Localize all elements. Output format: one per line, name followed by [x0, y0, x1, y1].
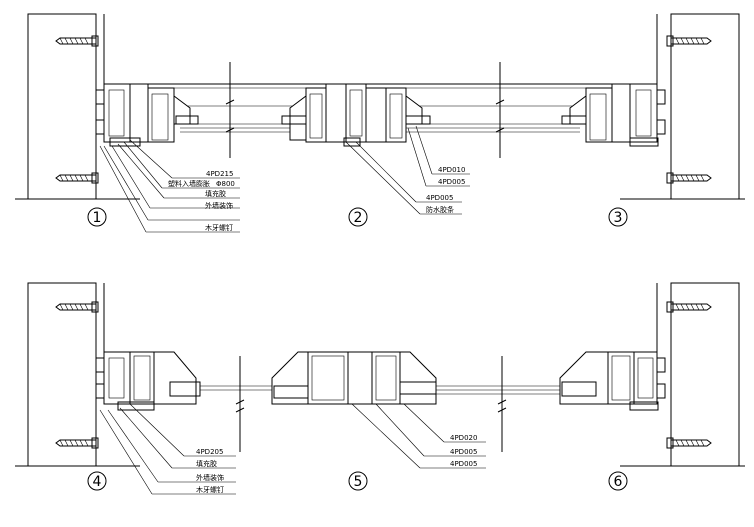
bottom-section: 4PD205 填充胶 外墙装饰 木牙螺钉 4PD020 4PD005 4PD00… [15, 282, 745, 495]
top-left-wall [15, 13, 140, 200]
callout-label: 4PD020 [450, 434, 477, 442]
callout-label: 木牙螺钉 [205, 223, 233, 232]
callout-label: 4PD010 [438, 166, 465, 174]
anchor-screw-icon [55, 35, 99, 47]
detail-number-5: 5 [348, 471, 368, 491]
detail-number-2: 2 [348, 207, 368, 227]
callout-label: 填充胶 [205, 189, 226, 198]
callout-label: 木牙螺钉 [196, 485, 224, 494]
callout-label: 填充胶 [196, 459, 217, 468]
callout-label: 4PD215 [206, 170, 233, 178]
bottom-frame [95, 351, 666, 452]
top-leaders [99, 125, 470, 233]
bottom-left-wall [15, 282, 140, 467]
anchor-screw-icon [55, 437, 99, 449]
bottom-right-wall [620, 282, 745, 467]
detail-number-6: 6 [608, 471, 628, 491]
detail-number-3: 3 [608, 207, 628, 227]
anchor-screw-icon [55, 172, 99, 184]
svg-text:4: 4 [93, 474, 102, 490]
anchor-screw-icon [666, 172, 712, 184]
callout-label: 4PD205 [196, 448, 223, 456]
callout-label: Φ800 [216, 180, 235, 188]
svg-text:6: 6 [614, 474, 623, 490]
callout-label: 4PD005 [450, 460, 477, 468]
detail-number-1: 1 [87, 207, 107, 227]
svg-text:3: 3 [614, 210, 623, 226]
detail-number-4: 4 [87, 471, 107, 491]
svg-text:5: 5 [354, 474, 363, 490]
callout-label: 外墙装饰 [205, 201, 233, 210]
anchor-screw-icon [666, 301, 712, 313]
anchor-screw-icon [666, 35, 712, 47]
callout-label: 外墙装饰 [196, 473, 224, 482]
callout-label: 4PD005 [438, 178, 465, 186]
callout-label: 防水胶条 [426, 205, 454, 214]
top-frame [95, 62, 666, 158]
svg-text:2: 2 [354, 210, 363, 226]
bottom-leaders [99, 403, 486, 495]
callout-label: 塑料入墙膨胀 [168, 179, 210, 188]
top-right-wall [620, 13, 745, 200]
svg-text:1: 1 [93, 210, 102, 226]
anchor-screw-icon [666, 437, 712, 449]
callout-label: 4PD005 [450, 448, 477, 456]
callout-label: 4PD005 [426, 194, 453, 202]
anchor-screw-icon [55, 301, 99, 313]
top-section: 4PD215 塑料入墙膨胀 Φ800 填充胶 外墙装饰 木牙螺钉 4PD005 … [15, 13, 745, 233]
